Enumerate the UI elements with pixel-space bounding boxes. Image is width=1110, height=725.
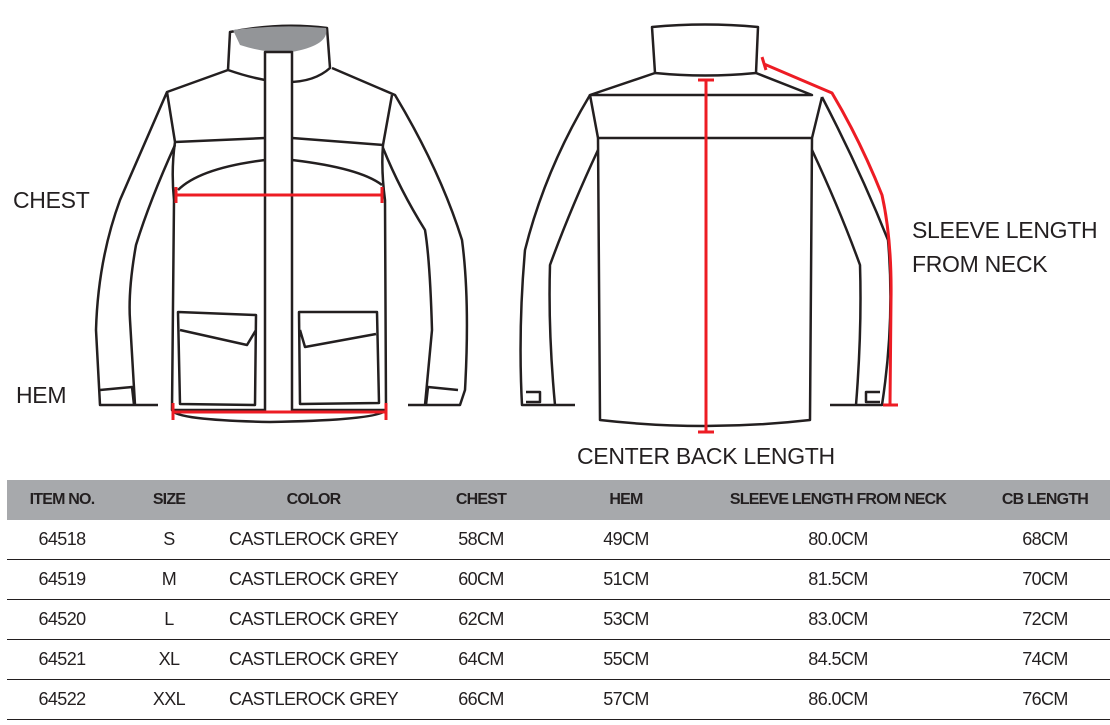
cell-cb-length: 74CM bbox=[980, 639, 1110, 680]
cell-chest: 62CM bbox=[406, 599, 556, 640]
cell-item-no: 64522 bbox=[7, 679, 117, 720]
cell-color: CASTLEROCK GREY bbox=[221, 679, 406, 720]
cell-size: M bbox=[117, 559, 221, 600]
cell-hem: 51CM bbox=[556, 559, 696, 600]
cell-size: L bbox=[117, 599, 221, 640]
cell-color: CASTLEROCK GREY bbox=[221, 639, 406, 680]
header-chest: CHEST bbox=[406, 480, 556, 520]
hem-label: HEM bbox=[16, 382, 67, 408]
cell-chest: 66CM bbox=[406, 679, 556, 720]
header-size: SIZE bbox=[117, 480, 221, 520]
table-header-row: ITEM NO. SIZE COLOR CHEST HEM SLEEVE LEN… bbox=[7, 480, 1110, 520]
sleeve-length-label-line2: FROM NECK bbox=[912, 251, 1048, 277]
cell-chest: 60CM bbox=[406, 559, 556, 600]
chest-label: CHEST bbox=[13, 187, 90, 213]
cell-sleeve-length: 84.5CM bbox=[696, 639, 980, 680]
sleeve-length-label-line1: SLEEVE LENGTH bbox=[912, 217, 1098, 243]
cell-cb-length: 68CM bbox=[980, 520, 1110, 560]
cell-size: S bbox=[117, 520, 221, 560]
cell-chest: 58CM bbox=[406, 520, 556, 560]
center-back-measure-line bbox=[698, 78, 714, 434]
cell-hem: 53CM bbox=[556, 599, 696, 640]
cell-cb-length: 72CM bbox=[980, 599, 1110, 640]
cell-item-no: 64521 bbox=[7, 639, 117, 680]
jacket-front bbox=[94, 24, 469, 424]
cell-hem: 57CM bbox=[556, 679, 696, 720]
cell-size: XL bbox=[117, 639, 221, 680]
sleeve-measure-line bbox=[760, 56, 898, 407]
header-cb-length: CB LENGTH bbox=[980, 480, 1110, 520]
cell-item-no: 64518 bbox=[7, 520, 117, 560]
cell-sleeve-length: 86.0CM bbox=[696, 679, 980, 720]
cell-hem: 55CM bbox=[556, 639, 696, 680]
cell-sleeve-length: 80.0CM bbox=[696, 520, 980, 560]
chest-measure-line bbox=[174, 187, 384, 203]
hem-measure-line bbox=[171, 403, 388, 420]
size-table: ITEM NO. SIZE COLOR CHEST HEM SLEEVE LEN… bbox=[7, 480, 1110, 720]
header-color: COLOR bbox=[221, 480, 406, 520]
cell-chest: 64CM bbox=[406, 639, 556, 680]
cell-size: XXL bbox=[117, 679, 221, 720]
header-hem: HEM bbox=[556, 480, 696, 520]
cell-cb-length: 76CM bbox=[980, 679, 1110, 720]
cell-color: CASTLEROCK GREY bbox=[221, 520, 406, 560]
header-sleeve-length: SLEEVE LENGTH FROM NECK bbox=[696, 480, 980, 520]
measure-lines bbox=[171, 56, 898, 434]
cell-cb-length: 70CM bbox=[980, 559, 1110, 600]
cell-hem: 49CM bbox=[556, 520, 696, 560]
collar-lining bbox=[233, 26, 327, 53]
cell-item-no: 64519 bbox=[7, 559, 117, 600]
header-item-no: ITEM NO. bbox=[7, 480, 117, 520]
cell-sleeve-length: 83.0CM bbox=[696, 599, 980, 640]
center-back-length-label: CENTER BACK LENGTH bbox=[577, 443, 835, 469]
cell-item-no: 64520 bbox=[7, 599, 117, 640]
jacket-diagram bbox=[94, 23, 898, 434]
cell-color: CASTLEROCK GREY bbox=[221, 559, 406, 600]
cell-color: CASTLEROCK GREY bbox=[221, 599, 406, 640]
cell-sleeve-length: 81.5CM bbox=[696, 559, 980, 600]
